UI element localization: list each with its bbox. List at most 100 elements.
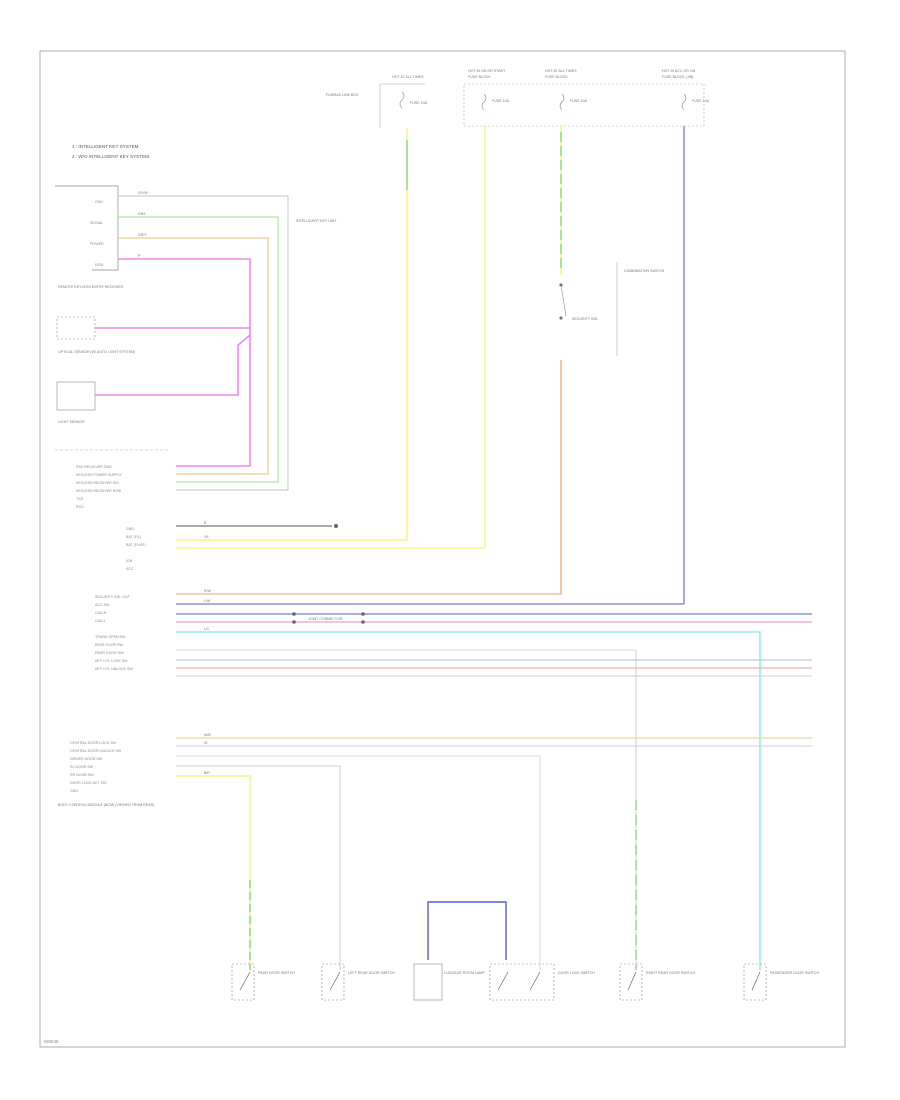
bcm-g3-pin-6: PASS DOOR SW — [95, 643, 123, 647]
fuse-box-2-header: HOT IN ON OR START — [468, 69, 506, 73]
legend-item-1: 1 : INTELLIGENT KEY SYSTEM — [72, 144, 139, 149]
diagram-footer-code: W8046 — [44, 1039, 59, 1044]
rear-door-switch-label: REAR DOOR SWITCH — [258, 971, 295, 975]
remote-keyless-receiver: GND SIGNAL POWER RSSI REMOTE KEYLESS ENT… — [55, 185, 124, 289]
diagram-border — [39, 50, 846, 1048]
bcm-g4-pin-1: CENTRAL DOOR LOCK SW — [70, 741, 117, 745]
right-rear-door-switch: RIGHT REAR DOOR SWITCH — [619, 963, 695, 1001]
fuse-box-4-sub: FUSE BLOCK (J/B) — [662, 75, 693, 79]
bcm-g3-pin-3: CAN-H — [95, 611, 107, 615]
wire-tag-3: GR/Y — [138, 233, 147, 237]
bcm-group-3: SECURITY IND. OUT ACC SW CAN-H CAN-L TRU… — [95, 595, 133, 671]
wire-tag-11: W — [204, 741, 208, 745]
legend: 1 : INTELLIGENT KEY SYSTEM 2 : W/O INTEL… — [72, 144, 149, 159]
fuse-box-1: HOT AT ALL TIMES FUSIBLE LINK BOX FUSE 1… — [326, 75, 428, 128]
wire-green-rke — [118, 216, 279, 483]
wire-tag-7: L/W — [204, 599, 211, 603]
bcm-g4-pin-6: DOOR LOCK ACT SIG — [70, 781, 107, 785]
bcm-group-1: RKE RECEIVER GND KEYLESS POWER SUPPLY KE… — [76, 465, 122, 509]
fuse-2-label: FUSE 10A — [492, 99, 510, 103]
bcm-g2-pin-2: BAT (F/L) — [126, 535, 141, 539]
bcm-g2-pin-5: ACC — [126, 567, 134, 571]
right-rear-door-switch-label: RIGHT REAR DOOR SWITCH — [646, 971, 695, 975]
combination-switch-label: COMBINATION SWITCH — [624, 269, 665, 273]
fuse-3-label: FUSE 10A — [570, 99, 588, 103]
bcm-g1-pin-4: KEYLESS RECEIVER RSSI — [76, 489, 121, 493]
bcm-g2-pin-1: GND — [126, 527, 134, 531]
fuse-box-1-sub: FUSIBLE LINK BOX — [326, 93, 359, 97]
bcm-g3-pin-4: CAN-L — [95, 619, 106, 623]
fuse-box-4-header: HOT IN ACC OR ON — [662, 69, 696, 73]
optical-sensor-label: OPTICAL SENSOR (W/ AUTO LIGHT SYSTEM) — [58, 350, 135, 354]
fuse-box-2-sub: FUSE BLOCK — [468, 75, 491, 79]
bcm-g3-pin-8: KEY CYL LOCK SW — [95, 659, 128, 663]
wire-tag-6: B — [204, 521, 207, 525]
rear-door-switch: REAR DOOR SWITCH — [231, 963, 295, 1001]
bcm-g4-pin-7: GND — [70, 789, 78, 793]
wire-gray-rke — [118, 195, 289, 491]
luggage-room-lamp-label: LUGGAGE ROOM LAMP — [444, 971, 485, 975]
joint-connector-label: JOINT CONNECTOR — [308, 617, 343, 621]
bcm-g1-pin-1: RKE RECEIVER GND — [76, 465, 112, 469]
light-sensor: LIGHT SENSOR — [56, 381, 96, 424]
wire-cyan-trunk — [176, 631, 761, 970]
legend-item-2: 2 : W/O INTELLIGENT KEY SYSTEM — [72, 154, 149, 159]
bcm-g2-pin-4: IGN — [126, 559, 133, 563]
bcm-g3-pin-7: REAR DOOR SW — [95, 651, 124, 655]
bcm-g1-pin-3: KEYLESS RECEIVER SIG — [76, 481, 119, 485]
bcm-g3-pin-1: SECURITY IND. OUT — [95, 595, 131, 599]
optical-sensor: OPTICAL SENSOR (W/ AUTO LIGHT SYSTEM) — [56, 316, 135, 354]
bcm-g1-pin-2: KEYLESS POWER SUPPLY — [76, 473, 122, 477]
wire-tag-1: GY/W — [138, 191, 148, 195]
fuse-4-label: FUSE 10A — [692, 99, 710, 103]
luggage-room-lamp: LUGGAGE ROOM LAMP — [413, 901, 507, 1001]
door-lock-switch-label: DOOR LOCK SWITCH — [558, 971, 595, 975]
wire-pink-light — [95, 334, 251, 396]
bcm-g4-pin-4: RL DOOR SW — [70, 765, 94, 769]
rke-pin-signal: SIGNAL — [90, 221, 103, 225]
wire-tag-12: B/R — [204, 771, 210, 775]
bcm-g3-pin-5: TRUNK OPEN SW — [95, 635, 126, 639]
wire-tag-5: Y/L — [204, 535, 209, 539]
wire-tag-10: W/B — [204, 733, 211, 737]
bcm-group-4: CENTRAL DOOR LOCK SW CENTRAL DOOR UNLOCK… — [58, 741, 154, 807]
passenger-door-switch-label: PASSENGER DOOR SWITCH — [770, 971, 819, 975]
rke-pin-rssi: RSSI — [95, 263, 103, 267]
bcm-g4-pin-3: DRIVER DOOR SW — [70, 757, 103, 761]
bcm-label: BODY CONTROL MODULE (BCM) (VIEWED FROM R… — [58, 803, 154, 807]
bcm-g1-pin-5: TXD — [76, 497, 84, 501]
rke-label: REMOTE KEYLESS ENTRY RECEIVER — [58, 285, 124, 289]
bcm-g1-pin-6: RXD — [76, 505, 84, 509]
bcm-g4-pin-2: CENTRAL DOOR UNLOCK SW — [70, 749, 122, 753]
left-rear-door-switch-label: LEFT REAR DOOR SWITCH — [348, 971, 395, 975]
bcm-g3-pin-2: ACC SW — [95, 603, 110, 607]
bcm-g3-pin-9: KEY CYL UNLOCK SW — [95, 667, 133, 671]
wire-tag-8: R/W — [204, 589, 212, 593]
passenger-door-switch: PASSENGER DOOR SWITCH — [743, 963, 819, 1001]
wire-tag-9: LG — [204, 627, 209, 631]
rke-pin-power: POWER — [90, 242, 104, 246]
door-lock-switch: DOOR LOCK SWITCH — [489, 963, 595, 1001]
left-rear-door-switch: LEFT REAR DOOR SWITCH — [321, 963, 395, 1001]
fuse-box-3-sub: FUSE BLOCK — [545, 75, 568, 79]
combination-switch: COMBINATION SWITCH SECURITY IND — [559, 262, 665, 356]
wire-lightgray-pass — [176, 649, 637, 970]
fuse-1-label: FUSE 10A — [410, 101, 428, 105]
fuse-block-main: HOT IN ON OR START FUSE BLOCK HOT AT ALL… — [463, 69, 710, 127]
wire-pink-rke — [118, 258, 251, 467]
intelligent-key-unit-label: INTELLIGENT KEY UNIT — [296, 219, 337, 223]
bcm-group-2: GND BAT (F/L) BAT (FUSE) IGN ACC — [126, 527, 146, 571]
wire-yellow-rr-door — [176, 775, 251, 970]
security-ind-label: SECURITY IND — [572, 317, 598, 321]
wire-tag-2: GR/L — [138, 212, 146, 216]
wire-tan-rke — [118, 237, 269, 475]
wire-gray-driver-door — [176, 755, 541, 970]
bcm-g2-pin-3: BAT (FUSE) — [126, 543, 146, 547]
rke-pin-gnd: GND — [95, 200, 103, 204]
wire-tag-4: P — [138, 254, 141, 258]
wire-gray-rl-door — [176, 765, 341, 970]
wire-color-tags: GY/W GR/L GR/Y P Y/L B L/W R/W LG W/B W … — [138, 191, 212, 775]
light-sensor-label: LIGHT SENSOR — [58, 420, 85, 424]
fuse-box-1-header: HOT AT ALL TIMES — [392, 75, 424, 79]
